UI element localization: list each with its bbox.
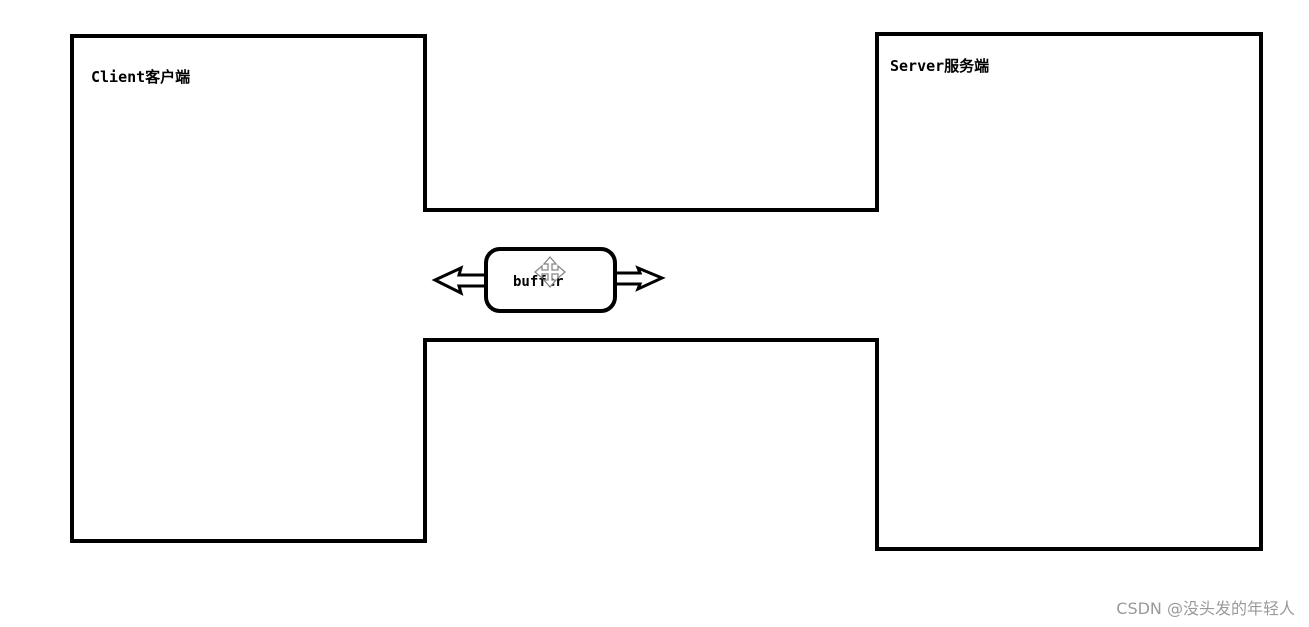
server-box bbox=[875, 32, 1263, 551]
watermark: CSDN @没头发的年轻人 bbox=[1116, 599, 1295, 618]
left-arrow-icon bbox=[431, 265, 488, 296]
client-box bbox=[70, 34, 427, 543]
move-cursor-icon bbox=[534, 256, 566, 288]
buffer-label: buffer bbox=[513, 274, 564, 290]
client-label: Client客户端 bbox=[91, 68, 190, 86]
server-label: Server服务端 bbox=[890, 57, 989, 75]
right-arrow-icon bbox=[611, 265, 666, 292]
